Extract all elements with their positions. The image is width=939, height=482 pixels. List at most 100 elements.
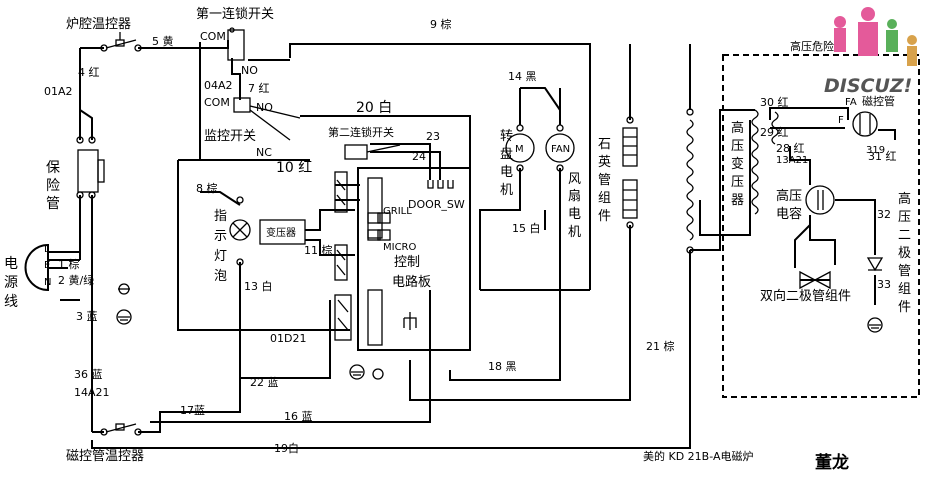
label-second-interlock: 第二连锁开关 (328, 125, 394, 139)
wire-31: 31 红 (868, 150, 897, 163)
magnetron-symbol (852, 111, 878, 137)
label-fan-3: 电 (568, 207, 581, 222)
label-hvt-1: 高 (731, 120, 744, 136)
wire-10: 10 红 (276, 160, 312, 176)
label-com1: COM (200, 30, 226, 43)
label-indicator-3: 灯 (214, 249, 227, 264)
hv-capacitor-symbol (805, 185, 835, 215)
label-bidirectional-diode: 双向二极管组件 (760, 288, 851, 304)
label-magnetron: 磁控管 (862, 94, 895, 108)
wire-18: 18 黑 (488, 360, 517, 373)
label-turntable-1: 转 (500, 129, 513, 144)
hv-transformer-symbol (751, 109, 779, 215)
ground-symbol (116, 309, 132, 325)
hv-diode-symbol (866, 257, 884, 272)
small-transformer-symbol (259, 219, 306, 245)
label-door-sw: DOOR_SW (408, 198, 465, 211)
label-monitor-switch: 监控开关 (204, 129, 256, 144)
label-l: L (44, 244, 50, 255)
wire-1: 1 棕 (58, 257, 80, 271)
label-first-interlock: 第一连锁开关 (196, 6, 274, 22)
wire-4: 4 红 (78, 66, 100, 79)
wire-28: 28 红 (776, 142, 805, 155)
label-m: M (515, 144, 524, 155)
wire-36: 36 蓝 (74, 368, 103, 381)
label-lamp-thermostat: 炉腔温控器 (66, 17, 131, 32)
hv-box (722, 54, 920, 398)
wire-9: 9 棕 (430, 17, 452, 31)
label-power-3: 线 (4, 294, 18, 310)
magnetron-thermostat-symbol (100, 423, 142, 436)
door-sw-symbol (427, 180, 454, 189)
wire-2: 2 黄/绿 (58, 273, 94, 287)
label-indicator-2: 示 (214, 229, 227, 244)
watermark-logo (834, 7, 917, 66)
label-hvd-5: 管 (898, 264, 911, 279)
label-power-2: 源 (4, 275, 18, 291)
label-quartz-2: 英 (598, 155, 611, 170)
indicator-lamp-symbol (229, 196, 251, 266)
label-turntable-4: 机 (500, 183, 513, 198)
label-hvt-4: 压 (731, 175, 744, 190)
wire-29: 29 红 (760, 126, 789, 139)
wire-30: 30 红 (760, 96, 789, 109)
label-no1: NO (241, 64, 258, 77)
wire-3: 3 蓝 (76, 310, 98, 323)
label-hvd-1: 高 (898, 191, 911, 207)
label-nc: NC (256, 146, 272, 159)
wire-13: 13 白 (244, 279, 273, 293)
label-hvt-3: 变 (731, 156, 744, 172)
power-plug-symbol (24, 243, 130, 295)
first-interlock-symbol (227, 27, 245, 61)
label-indicator-1: 指 (214, 209, 227, 224)
fan-motor-symbol (545, 124, 575, 172)
label-01a2: 01A2 (44, 85, 73, 98)
label-watermark: DISCUZ! (824, 75, 912, 97)
wire-19: 19白 (274, 441, 299, 455)
wire-23: 23 (426, 130, 440, 143)
label-fan-1: 风 (568, 172, 581, 187)
wire-21: 21 棕 (646, 339, 675, 353)
label-quartz-4: 组 (598, 191, 611, 206)
label-control-2: 电路板 (392, 274, 431, 290)
label-turntable-2: 盘 (500, 146, 513, 162)
label-01d21: 01D21 (270, 332, 306, 345)
label-quartz-1: 石 (598, 137, 611, 152)
wire-33: 33 (877, 278, 891, 291)
label-grill: GRILL (383, 206, 412, 217)
label-hvt-2: 压 (731, 139, 744, 154)
wire-14: 14 黑 (508, 70, 537, 83)
label-magnetron-thermostat: 磁控管温控器 (66, 449, 144, 464)
label-fan-4: 机 (568, 225, 581, 240)
wire-32: 32 (877, 208, 891, 221)
wire-7: 7 红 (248, 82, 270, 95)
label-n: N (44, 277, 51, 288)
label-model: 美的 KD 21B-A电磁炉 (643, 449, 753, 463)
label-14a21: 14A21 (74, 386, 110, 399)
label-transformer-small: 变压器 (266, 226, 296, 239)
control-board-symbol (357, 167, 471, 351)
wire-16: 16 蓝 (284, 410, 313, 423)
label-hvd-6: 组 (898, 282, 911, 297)
label-quartz-3: 管 (598, 173, 611, 188)
label-no2: NO (256, 101, 273, 114)
wire-5: 5 黄 (152, 34, 174, 48)
fuse-symbol (76, 136, 105, 199)
label-hvc-1: 高压 (776, 188, 802, 204)
board-relays (334, 171, 352, 341)
label-indicator-4: 泡 (214, 269, 227, 284)
label-fa: FA (845, 97, 857, 108)
label-04a2: 04A2 (204, 79, 233, 92)
label-fuse-2: 险 (46, 178, 60, 194)
monitor-switch-symbol (233, 97, 301, 141)
label-hvt-5: 器 (731, 193, 744, 208)
board-ground-symbol (349, 364, 384, 380)
wire-label-layer: 5 黄 4 红 9 棕 7 红 20 白 23 24 10 红 8 棕 11 棕… (58, 17, 897, 455)
wire-17: 17蓝 (180, 404, 205, 417)
label-hvd-4: 极 (898, 246, 911, 261)
wire-8: 8 棕 (196, 181, 218, 195)
wire-15: 15 白 (512, 221, 541, 235)
label-fan-2: 扇 (568, 188, 581, 204)
